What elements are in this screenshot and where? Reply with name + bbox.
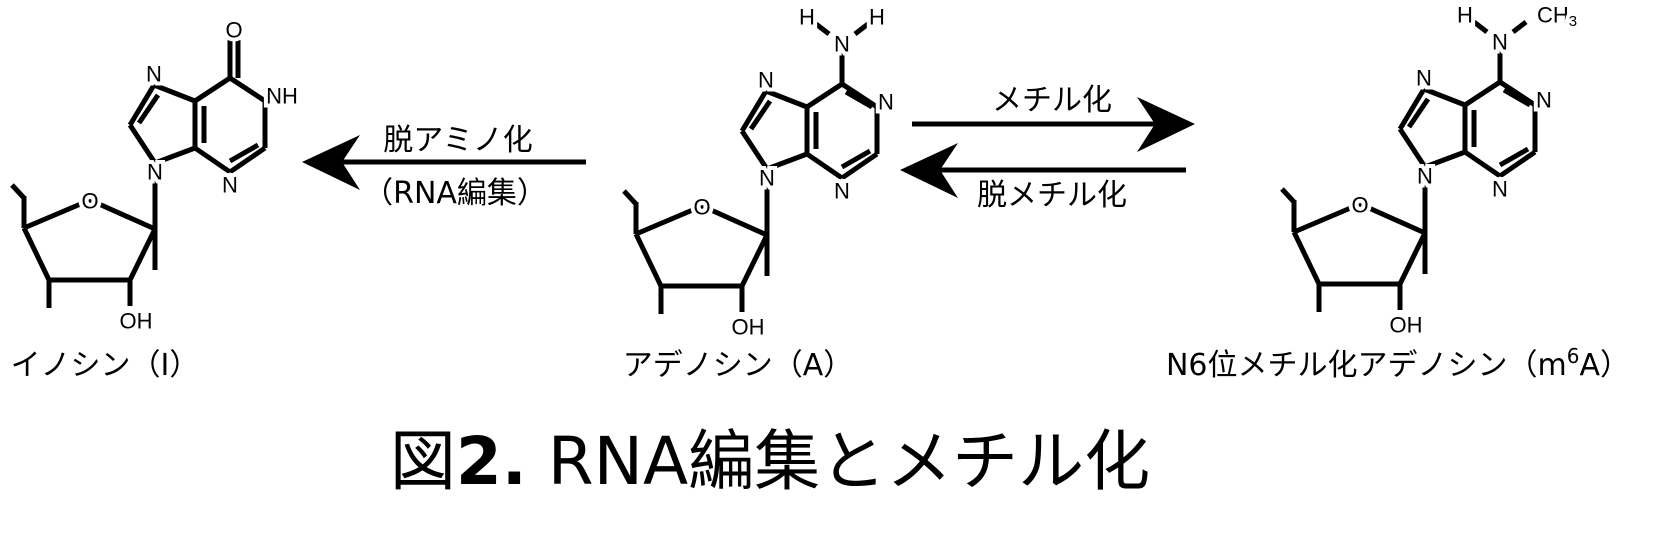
bond bbox=[1397, 127, 1428, 169]
bond bbox=[154, 145, 196, 166]
demethylation-arrow bbox=[900, 143, 1186, 198]
bond bbox=[127, 83, 157, 127]
bond bbox=[739, 129, 770, 171]
bond bbox=[739, 89, 769, 133]
n7-label: N bbox=[758, 68, 774, 93]
n7-label: N bbox=[146, 62, 162, 87]
bond bbox=[739, 233, 770, 288]
methyl-label: CH3 bbox=[1537, 3, 1577, 30]
bond bbox=[1293, 201, 1361, 235]
bond bbox=[1291, 230, 1322, 286]
bond bbox=[228, 75, 267, 104]
arrowhead-left-icon bbox=[302, 135, 360, 190]
ring-oxygen: O bbox=[1351, 193, 1368, 218]
figure-caption: 図2. RNA編集とメチル化 bbox=[390, 423, 1150, 500]
bond bbox=[88, 197, 157, 232]
inosine-label: イノシン（I） bbox=[11, 348, 200, 383]
deamination-label: 脱アミノ化 bbox=[383, 123, 532, 158]
bond bbox=[622, 189, 638, 206]
arrowhead-left-icon bbox=[900, 143, 958, 198]
inosine-structure: O OH O NH N N N bbox=[10, 14, 302, 338]
ring-oxygen: O bbox=[693, 195, 710, 220]
bond bbox=[765, 88, 808, 110]
bond bbox=[1498, 79, 1537, 108]
h-label: H bbox=[799, 5, 815, 30]
hydroxyl-label: OH bbox=[1390, 313, 1423, 338]
bond bbox=[1280, 187, 1296, 204]
bond bbox=[1498, 149, 1537, 179]
bond bbox=[228, 142, 260, 164]
h-label: H bbox=[869, 5, 885, 30]
methylation-arrow bbox=[912, 97, 1195, 152]
bond bbox=[1423, 86, 1466, 108]
bond bbox=[1397, 231, 1428, 286]
bond bbox=[700, 203, 769, 238]
bond bbox=[1472, 20, 1489, 34]
n1-label: N bbox=[878, 90, 894, 115]
bond bbox=[805, 151, 844, 181]
bond bbox=[193, 75, 232, 104]
n1-label: N bbox=[1536, 88, 1552, 113]
hydroxyl-label: OH bbox=[732, 315, 765, 340]
n3-label: N bbox=[222, 173, 238, 198]
bond bbox=[1397, 87, 1427, 131]
bond bbox=[1498, 146, 1530, 168]
bond bbox=[805, 81, 844, 110]
m6a-label: N6位メチル化アデノシン（m6A） bbox=[1166, 344, 1630, 383]
bond bbox=[193, 145, 232, 175]
bond bbox=[814, 22, 831, 36]
h-label: H bbox=[1457, 3, 1473, 28]
demethylation-label: 脱メチル化 bbox=[977, 178, 1127, 213]
bond bbox=[1463, 149, 1502, 179]
ring-oxygen: O bbox=[81, 189, 98, 214]
methylation-label: メチル化 bbox=[992, 83, 1112, 118]
bond bbox=[136, 93, 161, 125]
arrowhead-right-icon bbox=[1137, 97, 1195, 152]
bond bbox=[1502, 87, 1532, 108]
hydroxyl-label: OH bbox=[120, 309, 153, 334]
amine-n-label: N bbox=[834, 32, 850, 57]
bond bbox=[844, 89, 874, 110]
bond bbox=[853, 22, 870, 36]
n3-label: N bbox=[1492, 177, 1508, 202]
bond bbox=[23, 197, 91, 231]
bond bbox=[21, 226, 52, 282]
bond bbox=[840, 81, 879, 110]
bond bbox=[228, 145, 267, 175]
n3-label: N bbox=[834, 179, 850, 204]
bond bbox=[153, 82, 196, 104]
carbonyl-oxygen: O bbox=[225, 18, 242, 43]
bond bbox=[1463, 79, 1502, 108]
bond bbox=[840, 148, 872, 170]
bond bbox=[127, 123, 158, 165]
nh-label: NH bbox=[266, 84, 298, 109]
bond bbox=[635, 203, 703, 237]
rna-editing-label: （RNA編集） bbox=[363, 176, 547, 211]
bond bbox=[1406, 97, 1431, 129]
bond bbox=[633, 232, 664, 288]
bond bbox=[766, 151, 808, 172]
n9-label: N bbox=[759, 166, 775, 191]
bond bbox=[10, 183, 26, 200]
amine-n-label: N bbox=[1492, 30, 1508, 55]
bond bbox=[1424, 149, 1466, 170]
adenosine-label: アデノシン（A） bbox=[623, 348, 854, 383]
n9-label: N bbox=[147, 160, 163, 185]
deamination-arrow bbox=[302, 135, 586, 190]
n9-label: N bbox=[1417, 164, 1433, 189]
bond bbox=[127, 227, 158, 282]
bond bbox=[1358, 201, 1427, 236]
bond bbox=[1511, 20, 1528, 34]
n7-label: N bbox=[1416, 66, 1432, 91]
bond bbox=[840, 151, 879, 181]
bond bbox=[748, 99, 773, 131]
